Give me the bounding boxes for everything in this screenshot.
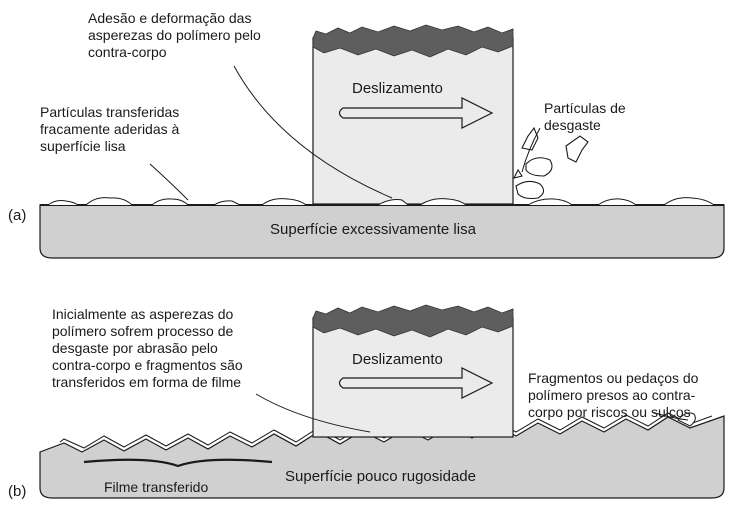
- polymer-top-dark-b: [312, 304, 514, 338]
- rough-surface-b: [39, 415, 725, 499]
- label-fragments: Fragmentos ou pedaços do polímero presos…: [528, 370, 699, 420]
- transferred-particles-a: [47, 197, 715, 206]
- film-label: Filme transferido: [104, 479, 209, 495]
- film-brace: [83, 458, 273, 468]
- surface-label-a: Superfície excessivamente lisa: [270, 221, 476, 238]
- smooth-surface-a: [39, 204, 725, 259]
- sliding-label-a: Deslizamento: [352, 80, 443, 97]
- panel-tag-a: (a): [8, 207, 27, 224]
- label-wear-particles: Partículas de desgaste: [544, 100, 626, 133]
- label-adhesion: Adesão e deformação das asperezas do pol…: [88, 10, 261, 60]
- sliding-arrow-a: [338, 97, 494, 129]
- polymer-block-a: [312, 37, 514, 205]
- label-transferred-particles: Partículas transferidas fracamente aderi…: [40, 104, 180, 154]
- wear-particles-a: [512, 126, 589, 200]
- label-initial-abrasion: Inicialmente as asperezas do polímero so…: [52, 306, 243, 390]
- panel-tag-b: (b): [8, 483, 27, 500]
- sliding-arrow-b: [338, 367, 494, 399]
- surface-label-b: Superfície pouco rugosidade: [285, 468, 476, 485]
- sliding-label-b: Deslizamento: [352, 351, 443, 368]
- polymer-top-dark-a: [312, 24, 514, 58]
